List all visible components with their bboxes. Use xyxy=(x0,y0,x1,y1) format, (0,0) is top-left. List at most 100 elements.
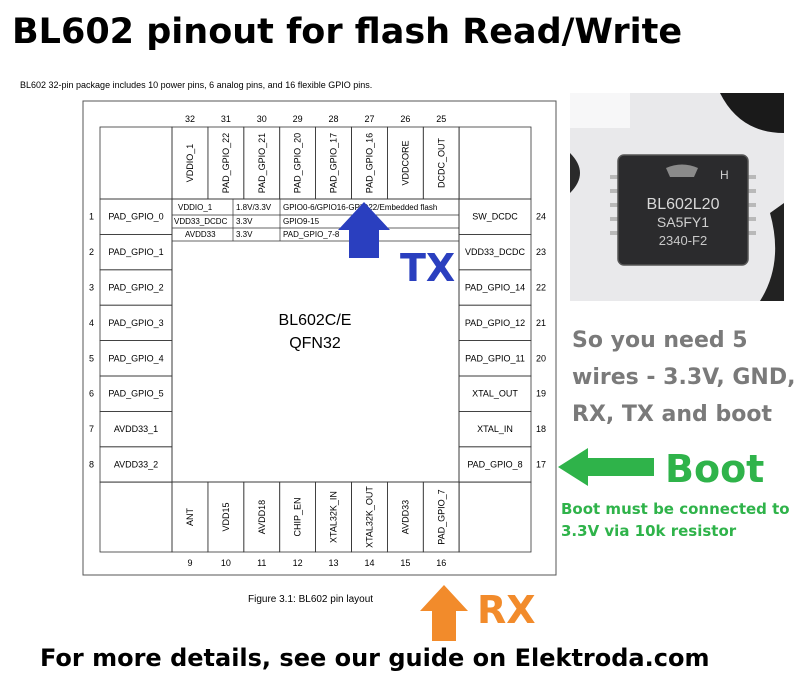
bottom-pin-name: ANT xyxy=(185,507,195,526)
left-pin-number: 4 xyxy=(89,318,94,328)
top-pin-number: 29 xyxy=(293,114,303,124)
top-pin-name: PAD_GPIO_20 xyxy=(293,133,303,193)
left-pin-name: PAD_GPIO_5 xyxy=(108,389,163,399)
top-pin-name: PAD_GPIO_21 xyxy=(257,133,267,193)
right-pin-number: 18 xyxy=(536,424,546,434)
top-pin-number: 27 xyxy=(364,114,374,124)
left-pin-name: AVDD33_2 xyxy=(114,460,158,470)
bottom-pin-number: 15 xyxy=(400,558,410,568)
right-pin-name: VDD33_DCDC xyxy=(465,247,526,257)
bottom-pin-name: AVDD18 xyxy=(257,500,267,534)
top-pin-name: VDDIO_1 xyxy=(185,144,195,183)
power-row3-col3: PAD_GPIO_7-8 xyxy=(283,230,340,239)
rx-label: RX xyxy=(477,588,536,632)
top-pin-name: DCDC_OUT xyxy=(436,138,446,189)
photo-marking-3: 2340-F2 xyxy=(659,233,707,248)
figure-caption: Figure 3.1: BL602 pin layout xyxy=(248,594,374,605)
top-pin-name: PAD_GPIO_16 xyxy=(364,133,374,193)
left-pin-name: PAD_GPIO_4 xyxy=(108,353,163,363)
chip-photo: H BL602L20 SA5FY1 2340-F2 xyxy=(570,93,784,301)
rx-arrow-icon xyxy=(420,585,468,641)
left-pin-number: 6 xyxy=(89,389,94,399)
right-pin-number: 17 xyxy=(536,460,546,470)
left-pin-number: 5 xyxy=(89,353,94,363)
bottom-pin-number: 14 xyxy=(364,558,374,568)
left-pin-number: 3 xyxy=(89,283,94,293)
right-pin-name: XTAL_IN xyxy=(477,424,513,434)
boot-label: Boot xyxy=(665,447,765,491)
bottom-pin-number: 12 xyxy=(293,558,303,568)
left-pin-name: PAD_GPIO_0 xyxy=(108,212,163,222)
right-pin-name: PAD_GPIO_8 xyxy=(467,460,522,470)
top-pin-number: 30 xyxy=(257,114,267,124)
tx-arrow-icon xyxy=(338,202,390,258)
left-pin-number: 2 xyxy=(89,247,94,257)
right-pin-number: 24 xyxy=(536,212,546,222)
power-row2-col3: GPIO9-15 xyxy=(283,217,320,226)
bottom-pin-name: XTAL32K_IN xyxy=(329,491,339,543)
top-pin-name: VDDCORE xyxy=(400,140,410,185)
left-pin-name: PAD_GPIO_1 xyxy=(108,247,163,257)
boot-arrow-icon xyxy=(558,448,654,486)
package-description: BL602 32-pin package includes 10 power p… xyxy=(20,80,373,90)
left-pin-name: AVDD33_1 xyxy=(114,424,158,434)
power-row2-col1: VDD33_DCDC xyxy=(174,217,228,226)
tx-label: TX xyxy=(400,246,456,290)
bottom-pin-number: 16 xyxy=(436,558,446,568)
bottom-pin-number: 13 xyxy=(329,558,339,568)
left-pin-name: PAD_GPIO_3 xyxy=(108,318,163,328)
right-pin-name: SW_DCDC xyxy=(472,212,518,222)
chip-package: QFN32 xyxy=(289,335,341,352)
left-pin-number: 7 xyxy=(89,424,94,434)
top-pin-number: 25 xyxy=(436,114,446,124)
bottom-pin-number: 11 xyxy=(257,558,266,568)
bottom-pin-number: 10 xyxy=(221,558,231,568)
right-pin-name: PAD_GPIO_11 xyxy=(465,353,525,363)
logo-icon xyxy=(666,164,698,177)
right-pin-number: 21 xyxy=(536,318,546,328)
left-pin-name: PAD_GPIO_2 xyxy=(108,283,163,293)
right-pin-number: 20 xyxy=(536,353,546,363)
photo-marking-2: SA5FY1 xyxy=(657,214,709,230)
top-pin-box xyxy=(422,126,460,200)
pin-layout-diagram: VDDIO_1 1.8V/3.3V GPIO0-6/GPIO16-GPIO22/… xyxy=(82,100,557,576)
right-pin-name: XTAL_OUT xyxy=(472,389,518,399)
left-pin-number: 1 xyxy=(89,212,94,222)
power-row1-col1: VDDIO_1 xyxy=(178,203,213,212)
top-pin-number: 31 xyxy=(221,114,231,124)
bottom-pin-name: XTAL32K_OUT xyxy=(364,486,374,548)
right-pin-box xyxy=(458,446,532,483)
top-pin-name: PAD_GPIO_22 xyxy=(221,133,231,193)
bottom-pins: 9 ANT 10 VDD15 11 AVDD18 12 CHIP_EN 13 XTAL32K_IN… xyxy=(171,481,460,568)
right-pin-number: 23 xyxy=(536,247,546,257)
bottom-pin-name: PAD_GPIO_7 xyxy=(436,489,446,544)
right-pin-number: 22 xyxy=(536,283,546,293)
bottom-pin-number: 9 xyxy=(187,558,192,568)
page-title: BL602 pinout for flash Read/Write xyxy=(12,12,683,52)
boot-note: Boot must be connected to 3.3V via 10k r… xyxy=(561,500,790,540)
photo-marking-1: BL602L20 xyxy=(647,196,720,213)
power-row1-col2: 1.8V/3.3V xyxy=(236,203,272,212)
right-pin-name: PAD_GPIO_12 xyxy=(465,318,525,328)
left-pin-number: 8 xyxy=(89,460,94,470)
right-pin-name: PAD_GPIO_14 xyxy=(465,283,525,293)
left-pin-box xyxy=(99,446,173,483)
power-row3-col1: AVDD33 xyxy=(185,230,216,239)
power-row2-col2: 3.3V xyxy=(236,217,253,226)
wiring-note: So you need 5 wires - 3.3V, GND, RX, TX … xyxy=(572,328,796,427)
right-pin-number: 19 xyxy=(536,389,546,399)
top-pin-number: 26 xyxy=(400,114,410,124)
bottom-pin-name: VDD15 xyxy=(221,502,231,531)
bottom-pin-box xyxy=(422,481,460,553)
bottom-pin-name: CHIP_EN xyxy=(293,497,303,536)
top-pin-number: 32 xyxy=(185,114,195,124)
bottom-pin-name: AVDD33 xyxy=(400,500,410,534)
chip-package-icon xyxy=(617,154,749,266)
diagram-border xyxy=(82,100,557,576)
top-pin-number: 28 xyxy=(329,114,339,124)
photo-corner-letter: H xyxy=(720,168,729,182)
footer-note: For more details, see our guide on Elekt… xyxy=(40,644,710,672)
power-row3-col2: 3.3V xyxy=(236,230,253,239)
